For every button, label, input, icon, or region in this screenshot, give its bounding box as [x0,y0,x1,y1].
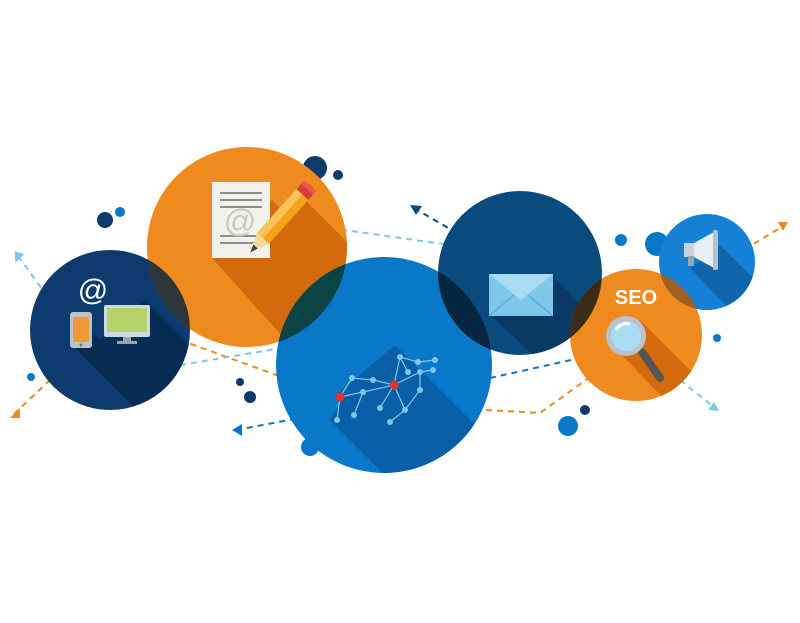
magnifier-icon [606,316,664,382]
connector-right-light [679,379,716,409]
arrow-head-mail-dark [410,205,422,215]
dot [580,405,590,415]
arrow-head-left-light [14,251,25,263]
arrow-head-right-light [708,402,719,411]
envelope-icon [488,274,554,317]
connector-bottom-orange [485,369,601,415]
seo-circle: SEO [570,269,702,401]
arrow-head-right-orange [778,222,788,231]
connector-right-orange [734,224,786,256]
megaphone-icon [684,230,718,270]
arrow-head-left-orange [10,408,20,418]
arrow-heads [10,205,788,436]
monitor-icon [104,305,150,344]
at-sign-icon: @ [224,203,256,239]
at-sign-icon: @ [78,274,108,307]
connector-light-top [329,227,451,246]
dot [236,378,244,386]
connector-doc-orange [179,339,291,381]
dot [115,207,125,217]
connector-bottom-blue [235,417,301,431]
network-graph-icon [334,354,438,425]
dot [558,416,578,436]
connector-mail-dark [413,207,456,233]
dot [27,373,35,381]
arrow-head-bottom-blue [232,424,242,436]
dot [333,170,343,180]
dot [615,234,627,246]
dot [244,391,256,403]
pencil-icon [250,180,317,253]
seo-label: SEO [615,287,657,309]
connector-mid-blue [489,357,581,379]
dot [713,334,721,342]
connector-left-orange [13,379,51,415]
smartphone-icon [70,312,92,348]
dot [97,212,113,228]
